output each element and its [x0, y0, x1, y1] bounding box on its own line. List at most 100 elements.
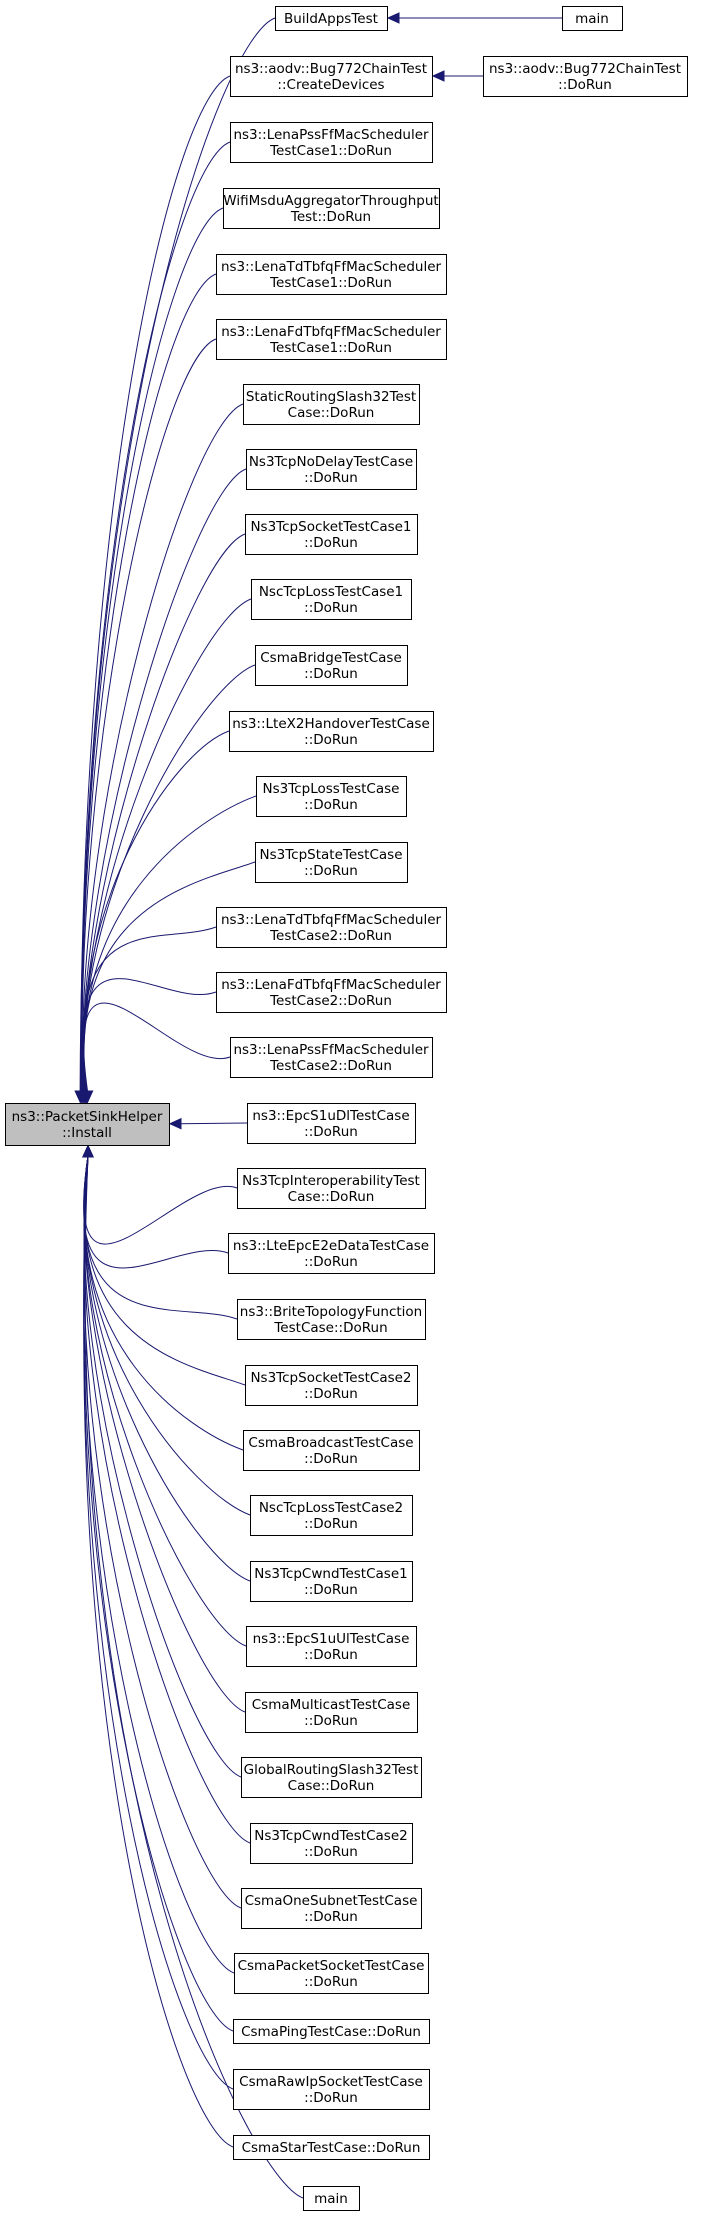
- node-box: [216, 972, 447, 1013]
- node-label-line: main: [575, 11, 609, 27]
- edge-lena-td-1: [81, 273, 217, 1093]
- node-buildapps[interactable]: BuildAppsTest: [275, 6, 388, 31]
- node-label-line: TestCase1::DoRun: [269, 143, 392, 159]
- node-ltex2[interactable]: ns3::LteX2HandoverTestCase::DoRun: [229, 711, 434, 752]
- node-box: [216, 254, 447, 295]
- node-csma-rawip[interactable]: CsmaRawIpSocketTestCase::DoRun: [233, 2069, 430, 2110]
- node-label-line: BuildAppsTest: [284, 11, 378, 27]
- node-label-line: ns3::LteX2HandoverTestCase: [232, 716, 430, 732]
- node-label-line: main: [314, 2191, 348, 2207]
- edge-wifi-msdu: [80, 207, 224, 1093]
- node-box: [234, 1953, 429, 1994]
- node-label-line: Ns3TcpSocketTestCase2: [250, 1370, 411, 1386]
- node-label-line: ::DoRun: [304, 470, 358, 486]
- node-label-line: CsmaPingTestCase::DoRun: [241, 2024, 421, 2040]
- node-box: [216, 907, 447, 948]
- node-focus[interactable]: ns3::PacketSinkHelper::Install: [5, 1103, 170, 1146]
- node-lena-fd-2[interactable]: ns3::LenaFdTbfqFfMacSchedulerTestCase2::…: [216, 972, 447, 1013]
- node-box: [241, 1888, 422, 1929]
- node-csma-ping[interactable]: CsmaPingTestCase::DoRun: [233, 2019, 430, 2044]
- edge-ns3tcp-nodelay: [82, 468, 247, 1093]
- node-label-line: ::DoRun: [304, 535, 358, 551]
- node-ns3tcp-nodelay[interactable]: Ns3TcpNoDelayTestCase::DoRun: [246, 449, 417, 490]
- node-box: [255, 842, 408, 883]
- node-box: [275, 6, 388, 31]
- node-label-line: ::DoRun: [304, 1647, 358, 1663]
- arrowhead-aodv-dorun: [431, 70, 445, 82]
- node-brite[interactable]: ns3::BriteTopologyFunctionTestCase::DoRu…: [237, 1299, 426, 1340]
- arrowhead-main-bottom: [82, 1144, 94, 1158]
- node-lte-epc-e2e[interactable]: ns3::LteEpcE2eDataTestCase::DoRun: [228, 1233, 435, 1274]
- edge-csma-multicast: [83, 1155, 246, 1713]
- node-box: [250, 1495, 413, 1536]
- node-nsctcp-loss1[interactable]: NscTcpLossTestCase1::DoRun: [251, 579, 412, 620]
- edge-lena-fd-2: [82, 978, 217, 1093]
- edge-lena-fd-1: [81, 338, 217, 1093]
- node-label-line: ns3::BriteTopologyFunction: [240, 1304, 422, 1320]
- node-label-line: Test::DoRun: [290, 209, 371, 225]
- edge-lena-pss-2: [83, 1002, 231, 1093]
- node-lena-pss-2[interactable]: ns3::LenaPssFfMacSchedulerTestCase2::DoR…: [230, 1037, 433, 1078]
- node-csma-star[interactable]: CsmaStarTestCase::DoRun: [233, 2135, 430, 2160]
- node-label-line: ns3::aodv::Bug772ChainTest: [235, 61, 427, 77]
- node-ns3tcp-socket2[interactable]: Ns3TcpSocketTestCase2::DoRun: [245, 1365, 418, 1406]
- node-label-line: ::DoRun: [304, 797, 358, 813]
- node-box: [243, 384, 420, 425]
- node-label-line: GlobalRoutingSlash32Test: [244, 1762, 419, 1778]
- node-label-line: TestCase1::DoRun: [269, 340, 392, 356]
- node-label-line: ::DoRun: [304, 863, 358, 879]
- node-nsctcp-loss2[interactable]: NscTcpLossTestCase2::DoRun: [250, 1495, 413, 1536]
- node-label-line: CsmaRawIpSocketTestCase: [239, 2074, 423, 2090]
- node-lena-td-2[interactable]: ns3::LenaTdTbfqFfMacSchedulerTestCase2::…: [216, 907, 447, 948]
- node-aodv-dorun[interactable]: ns3::aodv::Bug772ChainTest::DoRun: [483, 56, 688, 97]
- node-box: [233, 2135, 430, 2160]
- node-label-line: ::DoRun: [304, 1909, 358, 1925]
- node-label-line: Ns3TcpInteroperabilityTest: [242, 1173, 420, 1189]
- node-label-line: TestCase1::DoRun: [269, 275, 392, 291]
- node-csma-broadcast[interactable]: CsmaBroadcastTestCase::DoRun: [243, 1430, 420, 1471]
- node-label-line: ::DoRun: [304, 666, 358, 682]
- node-box: [245, 1692, 418, 1733]
- edge-lena-td-2: [82, 926, 217, 1093]
- node-label-line: Ns3TcpLossTestCase: [263, 781, 400, 797]
- node-label-line: ns3::EpcS1uDlTestCase: [252, 1108, 409, 1124]
- edge-aodv-create: [80, 75, 231, 1093]
- node-epc-s1u-dl[interactable]: ns3::EpcS1uDlTestCase::DoRun: [247, 1103, 416, 1144]
- node-csma-onesubnet[interactable]: CsmaOneSubnetTestCase::DoRun: [241, 1888, 422, 1929]
- node-aodv-create[interactable]: ns3::aodv::Bug772ChainTest::CreateDevice…: [230, 56, 433, 97]
- node-label-line: Ns3TcpCwndTestCase2: [254, 1828, 407, 1844]
- edge-csma-packetsocket: [83, 1155, 235, 1974]
- node-box: [562, 6, 623, 31]
- node-box: [230, 56, 433, 97]
- node-label-line: ::DoRun: [304, 1386, 358, 1402]
- node-csma-multicast[interactable]: CsmaMulticastTestCase::DoRun: [245, 1692, 418, 1733]
- node-label-line: Case::DoRun: [288, 405, 375, 421]
- node-main-top[interactable]: main: [562, 6, 623, 31]
- arrowhead-epc-s1u-dl: [168, 1117, 182, 1130]
- node-ns3tcp-cwnd2[interactable]: Ns3TcpCwndTestCase2::DoRun: [250, 1823, 413, 1864]
- node-csma-bridge[interactable]: CsmaBridgeTestCase::DoRun: [255, 645, 408, 686]
- node-lena-td-1[interactable]: ns3::LenaTdTbfqFfMacSchedulerTestCase1::…: [216, 254, 447, 295]
- node-epc-s1u-ul[interactable]: ns3::EpcS1uUlTestCase::DoRun: [246, 1626, 417, 1667]
- node-ns3tcp-cwnd1[interactable]: Ns3TcpCwndTestCase1::DoRun: [250, 1561, 413, 1602]
- node-box: [233, 2019, 430, 2044]
- node-label-line: Ns3TcpStateTestCase: [259, 847, 402, 863]
- node-ns3tcp-loss[interactable]: Ns3TcpLossTestCase::DoRun: [256, 776, 407, 817]
- node-label-line: ns3::LenaTdTbfqFfMacScheduler: [221, 912, 442, 928]
- node-csma-packetsocket[interactable]: CsmaPacketSocketTestCase::DoRun: [234, 1953, 429, 1994]
- node-label-line: ::DoRun: [304, 1713, 358, 1729]
- edge-static-routing: [81, 403, 244, 1093]
- node-lena-pss-1[interactable]: ns3::LenaPssFfMacSchedulerTestCase1::DoR…: [230, 122, 433, 163]
- node-label-line: CsmaPacketSocketTestCase: [238, 1958, 425, 1974]
- node-ns3tcp-socket1[interactable]: Ns3TcpSocketTestCase1::DoRun: [245, 514, 418, 555]
- node-main-bottom[interactable]: main: [303, 2186, 360, 2211]
- node-lena-fd-1[interactable]: ns3::LenaFdTbfqFfMacSchedulerTestCase1::…: [216, 319, 447, 360]
- node-label-line: ::DoRun: [304, 1451, 358, 1467]
- node-box: [228, 1233, 435, 1274]
- node-ns3tcp-state[interactable]: Ns3TcpStateTestCase::DoRun: [255, 842, 408, 883]
- node-box: [237, 1168, 426, 1209]
